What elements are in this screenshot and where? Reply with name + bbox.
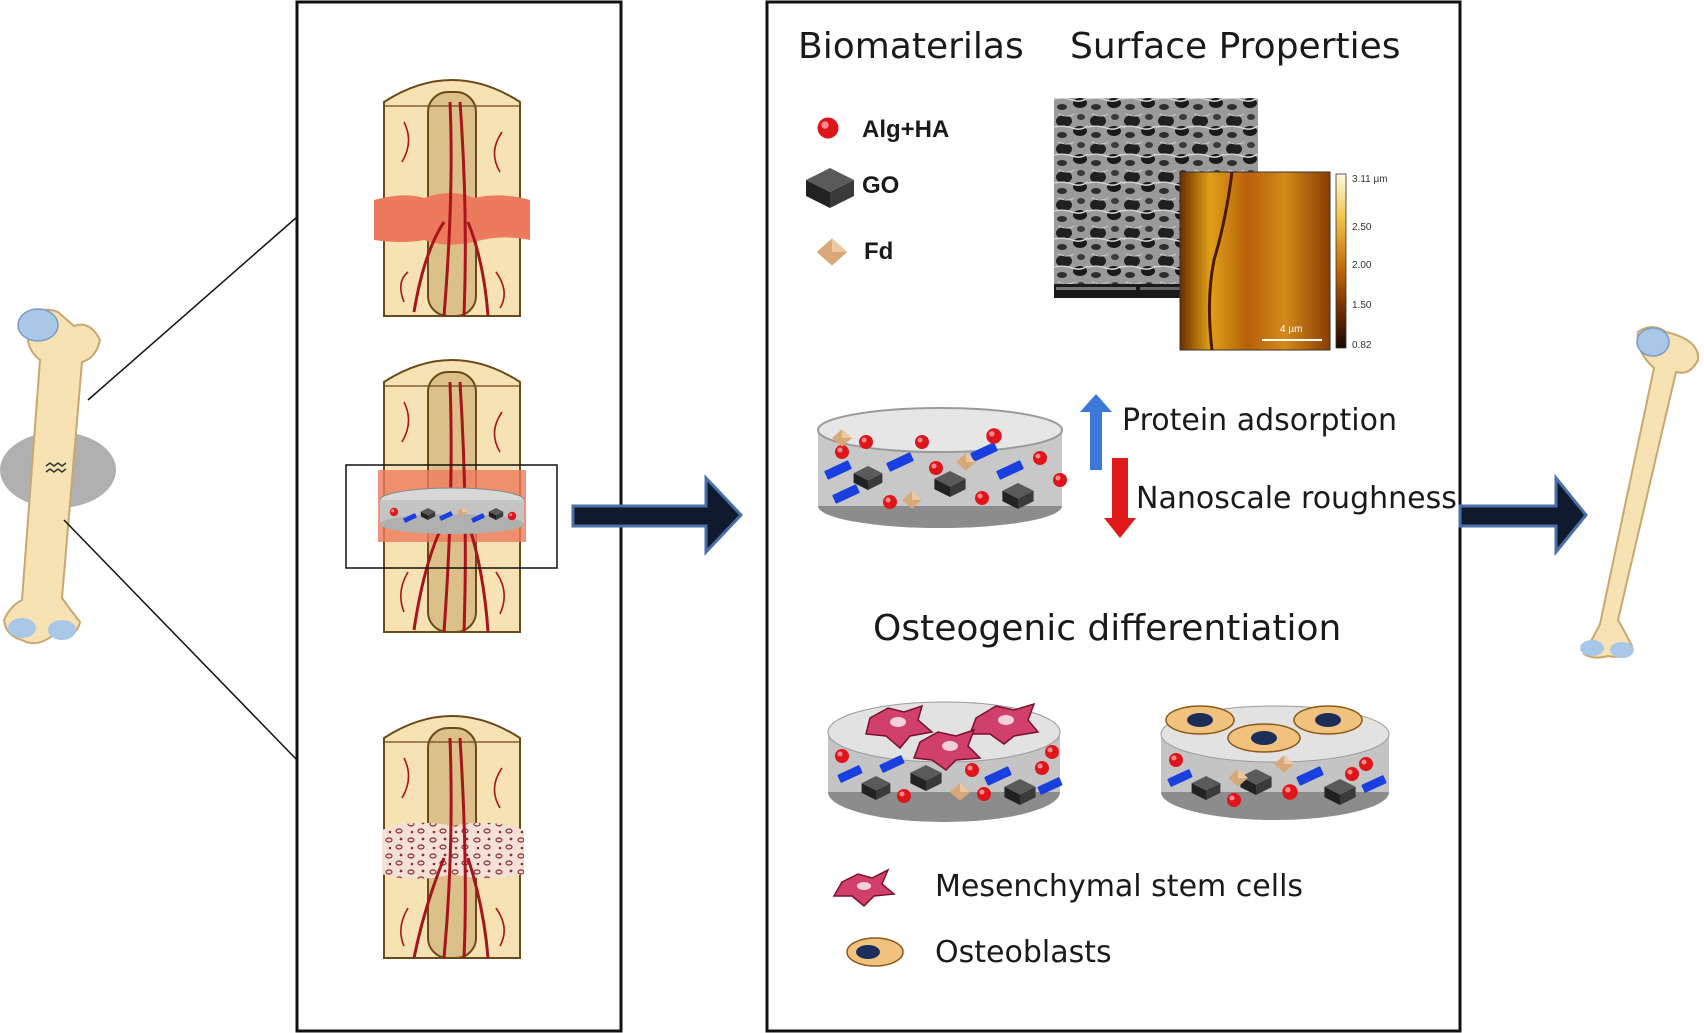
composite-scaffold-dish bbox=[817, 407, 1067, 528]
afm-tick-3: 1.50 bbox=[1352, 300, 1372, 311]
protein-adsorption-indicator: Protein adsorption bbox=[1080, 394, 1397, 470]
legend-go-label: GO bbox=[862, 172, 899, 199]
nanoscale-roughness-label: Nanoscale roughness bbox=[1136, 481, 1457, 516]
osteogenic-heading: Osteogenic differentiation bbox=[873, 608, 1341, 649]
surface-properties-heading: Surface Properties bbox=[1070, 26, 1401, 67]
msc-seeded-scaffold bbox=[827, 701, 1063, 822]
down-arrow-icon bbox=[1104, 458, 1136, 538]
legend-fd-label: Fd bbox=[864, 238, 893, 265]
legend-msc: Mesenchymal stem cells bbox=[832, 868, 1303, 908]
legend-alg-ha: Alg+HA bbox=[817, 116, 949, 143]
protein-adsorption-label: Protein adsorption bbox=[1122, 403, 1397, 438]
legend-osteoblast-label: Osteoblasts bbox=[935, 935, 1112, 970]
process-arrow-2 bbox=[1458, 473, 1588, 557]
up-arrow-icon bbox=[1080, 394, 1112, 470]
legend-go: GO bbox=[806, 168, 899, 208]
afm-colorbar bbox=[1335, 173, 1347, 349]
legend-fd: Fd bbox=[816, 238, 893, 266]
process-arrow-1 bbox=[571, 474, 744, 556]
afm-tick-4: 0.82 bbox=[1352, 340, 1372, 351]
afm-tick-0: 3.11 µm bbox=[1352, 174, 1388, 185]
legend-msc-label: Mesenchymal stem cells bbox=[935, 869, 1303, 904]
osteoblast-seeded-scaffold bbox=[1160, 705, 1390, 820]
afm-topography: 4 µm 3.11 µm 2.50 2.00 1.50 0.82 bbox=[1179, 171, 1388, 351]
legend-osteoblast: Osteoblasts bbox=[846, 935, 1112, 970]
legend-alg-ha-label: Alg+HA bbox=[862, 116, 949, 143]
scaffold-zoom-box bbox=[345, 464, 558, 569]
afm-scale-label: 4 µm bbox=[1280, 324, 1302, 335]
biomaterials-heading: Biomaterilas bbox=[798, 26, 1024, 67]
afm-tick-1: 2.50 bbox=[1352, 222, 1372, 233]
bone-stage-scaffold bbox=[378, 359, 526, 633]
bone-stage-hematoma bbox=[374, 79, 530, 317]
bone-stage-callus bbox=[382, 715, 524, 959]
femur-healed-illustration bbox=[1580, 326, 1700, 659]
femur-fractured-illustration bbox=[0, 216, 298, 761]
nanoscale-roughness-indicator: Nanoscale roughness bbox=[1104, 458, 1457, 538]
afm-tick-2: 2.00 bbox=[1352, 260, 1372, 271]
